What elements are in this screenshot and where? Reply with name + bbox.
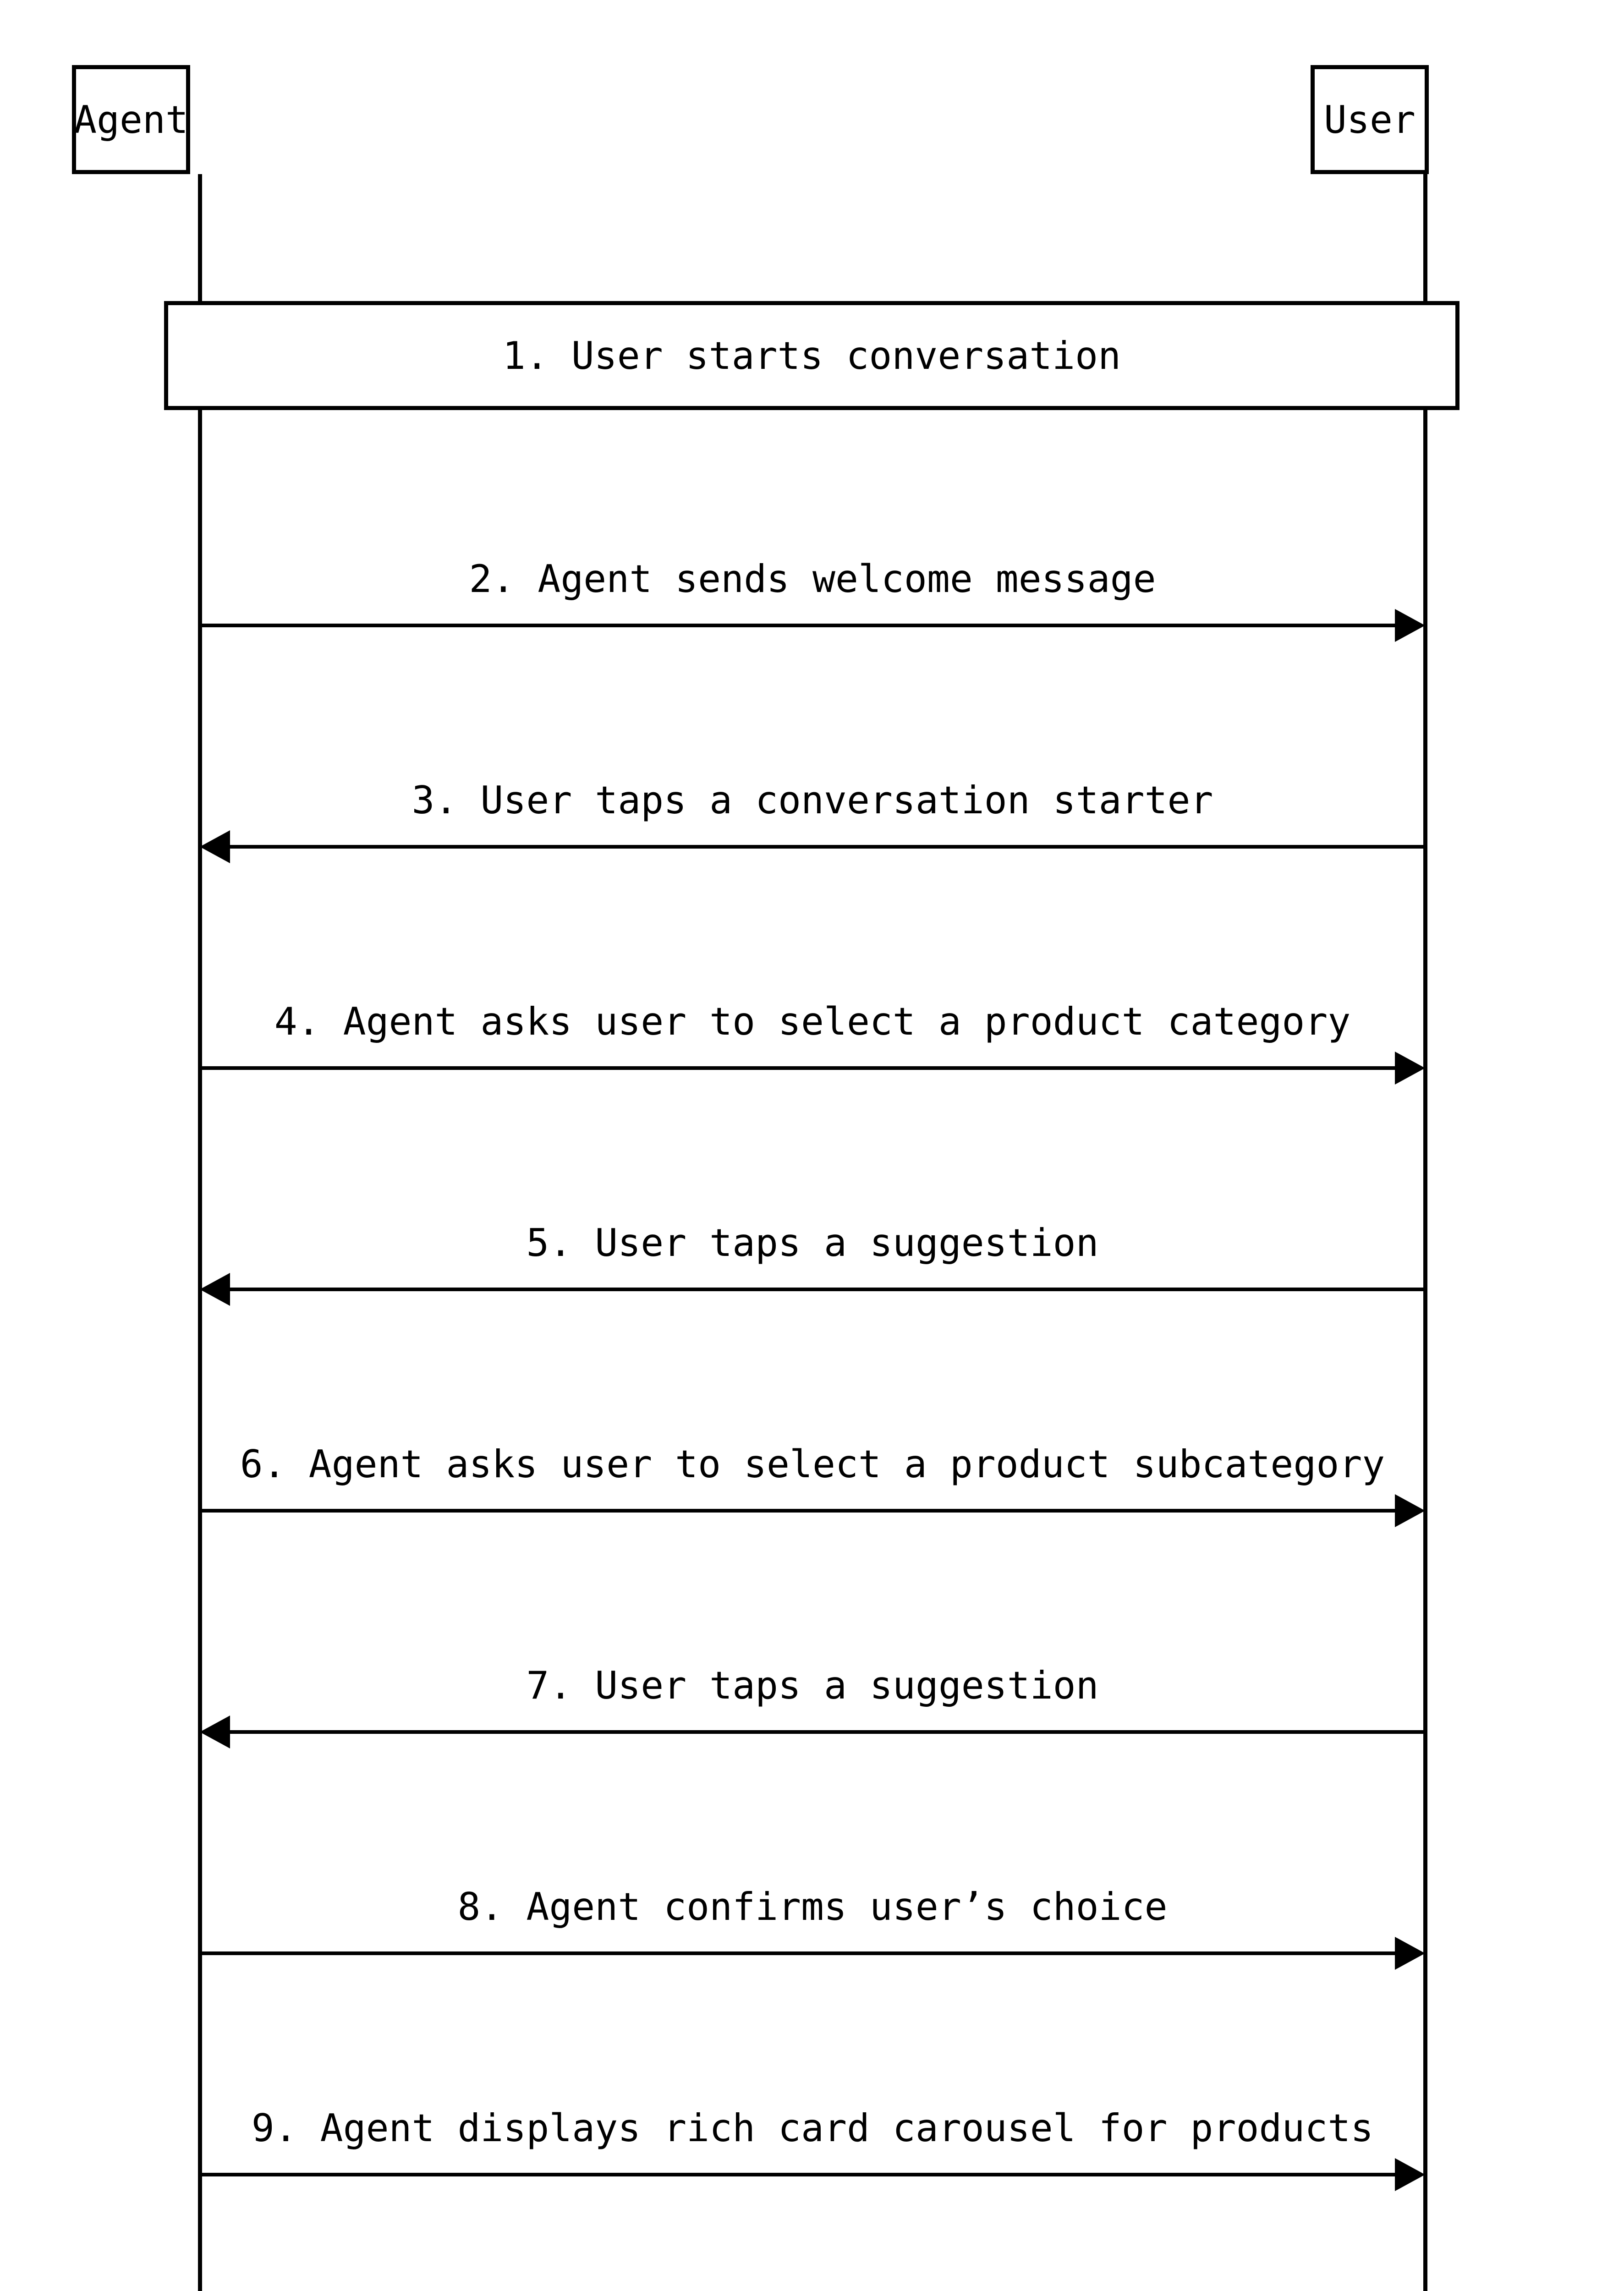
lifeline-agent [198,174,202,2291]
actor-head-user-label: User [1324,97,1416,142]
message-3-line [230,845,1425,849]
message-7-label: 7. User taps a suggestion [526,1663,1099,1708]
note-box-step-1-label: 1. User starts conversation [502,333,1121,378]
message-3-arrowhead-icon [200,830,230,863]
lifeline-user [1423,174,1427,2291]
actor-head-agent[interactable]: Agent [72,65,190,174]
message-2-label: 2. Agent sends welcome message [469,557,1156,601]
note-box-step-1[interactable]: 1. User starts conversation [164,301,1459,410]
message-8-line [200,1951,1395,1955]
message-4-arrowhead-icon [1395,1052,1425,1085]
message-7-arrowhead-icon [200,1716,230,1748]
message-6-label: 6. Agent asks user to select a product s… [240,1442,1385,1486]
message-4-label: 4. Agent asks user to select a product c… [274,999,1351,1044]
message-9-label: 9. Agent displays rich card carousel for… [251,2106,1374,2150]
message-7-line [230,1730,1425,1734]
message-4-line [200,1066,1395,1070]
message-9-line [200,2173,1395,2176]
message-2-arrowhead-icon [1395,609,1425,642]
message-6-line [200,1509,1395,1513]
message-9-arrowhead-icon [1395,2158,1425,2191]
message-8-label: 8. Agent confirms user’s choice [457,1885,1168,1929]
message-5-arrowhead-icon [200,1273,230,1306]
actor-head-user[interactable]: User [1311,65,1429,174]
message-5-label: 5. User taps a suggestion [526,1221,1099,1265]
actor-head-agent-label: Agent [74,97,188,142]
message-8-arrowhead-icon [1395,1937,1425,1970]
message-2-line [200,624,1395,627]
message-5-line [230,1288,1425,1291]
message-6-arrowhead-icon [1395,1494,1425,1527]
message-3-label: 3. User taps a conversation starter [411,778,1213,822]
